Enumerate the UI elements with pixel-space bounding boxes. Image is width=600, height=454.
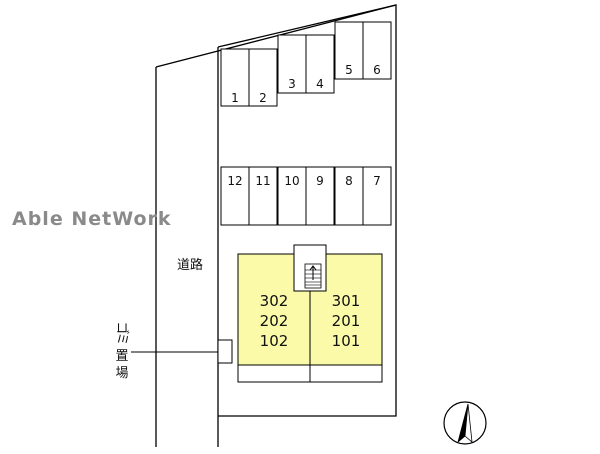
- trash-label-char: ゴ: [114, 321, 130, 334]
- trash-label: ゴ ミ 置 場: [114, 321, 130, 381]
- building: 302 202 102 301 201 101: [237, 244, 383, 383]
- parking-space: [362, 166, 392, 226]
- unit-number: 101: [332, 332, 361, 350]
- parking-space: [305, 34, 335, 94]
- balcony-left: [237, 364, 311, 383]
- parking-space: [248, 166, 278, 226]
- stair-up-arrow-icon: [309, 265, 317, 280]
- unit-number: 301: [332, 292, 361, 310]
- parking-space: [334, 166, 364, 226]
- parking-middle-row: 12 11 10 9 8 7: [220, 166, 392, 226]
- road-edge-top: [155, 4, 397, 68]
- parking-space: [277, 34, 307, 94]
- parking-number: 3: [288, 77, 296, 91]
- parking-number: 1: [231, 91, 239, 105]
- unit-number: 201: [332, 312, 361, 330]
- parking-number: 6: [373, 63, 381, 77]
- parking-number: 10: [284, 174, 299, 188]
- parking-number: 5: [345, 63, 353, 77]
- parking-number: 11: [255, 174, 270, 188]
- unit-number: 302: [260, 292, 289, 310]
- parking-space: [277, 166, 307, 226]
- parking-space: [362, 21, 392, 80]
- trash-label-char: ミ: [114, 332, 129, 345]
- parking-space: [248, 48, 278, 107]
- parking-number: 9: [316, 174, 324, 188]
- lot-boundary: [217, 4, 397, 417]
- road-label: 道路: [177, 257, 203, 273]
- parking-top-row: 1 2 3 4 5 6: [220, 21, 392, 107]
- unit-number: 202: [260, 312, 289, 330]
- parking-space: [305, 166, 335, 226]
- parking-number: 4: [316, 77, 324, 91]
- parking-number: 7: [373, 174, 381, 188]
- parking-number: 12: [227, 174, 242, 188]
- watermark: Able NetWork: [12, 208, 172, 230]
- unit-number: 102: [260, 332, 289, 350]
- trash-label-char: 置: [115, 349, 128, 364]
- balcony-right: [309, 364, 383, 383]
- parking-space: [220, 48, 250, 107]
- parking-number: 8: [345, 174, 353, 188]
- parking-number: 2: [259, 91, 267, 105]
- trash-area: [217, 339, 233, 364]
- north-arrow-icon: [443, 401, 487, 445]
- trash-label-char: 場: [115, 366, 128, 381]
